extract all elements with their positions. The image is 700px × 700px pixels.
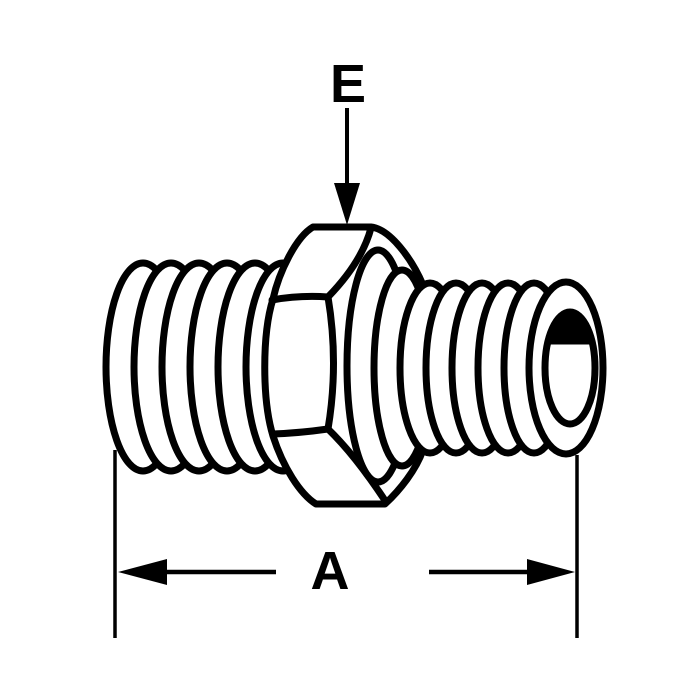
a-dimension: A	[113, 450, 579, 638]
hex-face-bottom-edge	[269, 425, 332, 438]
dim-label-e: E	[330, 54, 366, 114]
hex-top-chamfer-edge	[324, 224, 375, 301]
bore-shadow-crescent	[545, 310, 595, 345]
e-arrowhead-icon	[334, 183, 360, 225]
hex-face-top-edge	[268, 292, 332, 304]
end-face	[541, 308, 599, 428]
hex-face-right-edge	[324, 293, 337, 433]
e-dimension: E	[330, 54, 366, 225]
a-arrowhead-right-icon	[527, 559, 575, 585]
a-arrowhead-left-icon	[118, 559, 167, 585]
hex-bottom-chamfer-edge	[324, 425, 390, 506]
dim-label-a: A	[311, 541, 350, 601]
